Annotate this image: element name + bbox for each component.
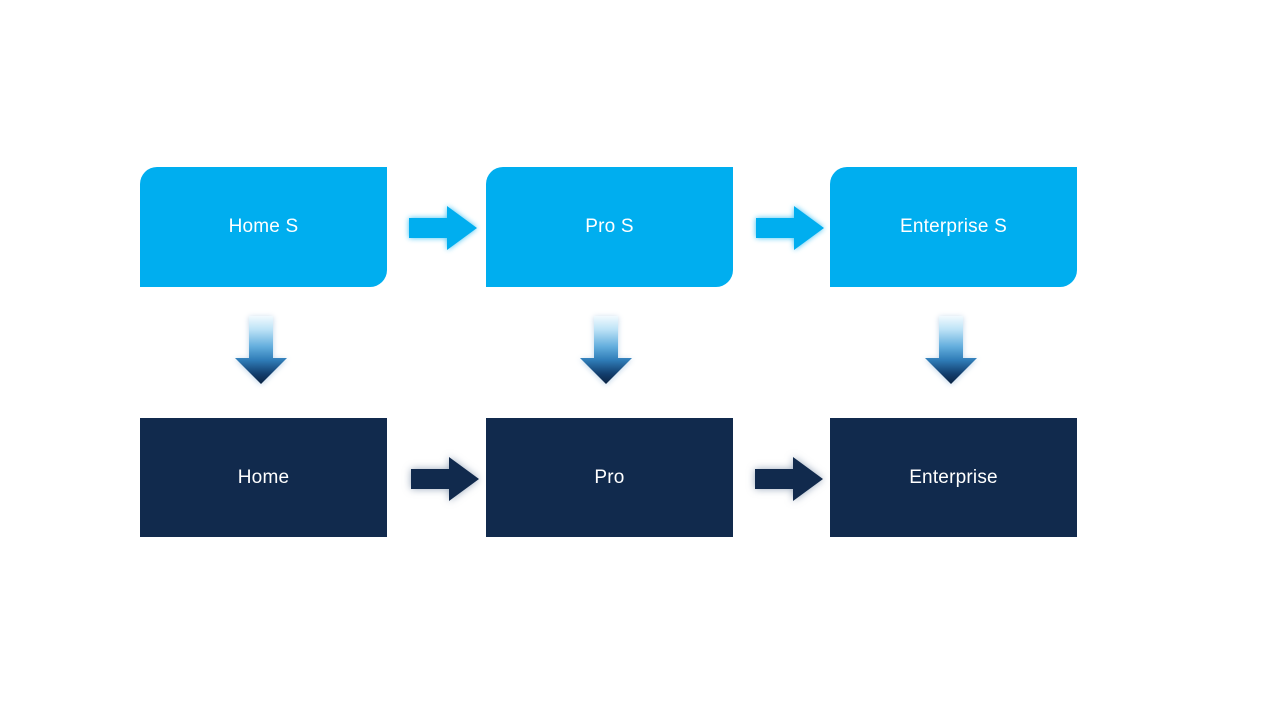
node-label: Home S [228, 216, 299, 237]
down-arrow-icon [235, 316, 287, 384]
node-label: Enterprise S [900, 216, 1007, 237]
right-arrow-icon [409, 206, 477, 250]
node-pro: Pro [486, 418, 733, 537]
right-arrow-icon [755, 457, 823, 501]
down-arrow-icon [925, 316, 977, 384]
node-pro-s: Pro S [486, 167, 733, 287]
node-label: Pro S [585, 216, 634, 237]
node-label: Pro [594, 466, 625, 488]
node-enterprise-s: Enterprise S [830, 167, 1077, 287]
node-label: Home [237, 466, 290, 488]
node-home: Home [140, 418, 387, 537]
node-label: Enterprise [909, 466, 998, 488]
node-enterprise: Enterprise [830, 418, 1077, 537]
node-home-s: Home S [140, 167, 387, 287]
right-arrow-icon [756, 206, 824, 250]
down-arrow-icon [580, 316, 632, 384]
right-arrow-icon [411, 457, 479, 501]
